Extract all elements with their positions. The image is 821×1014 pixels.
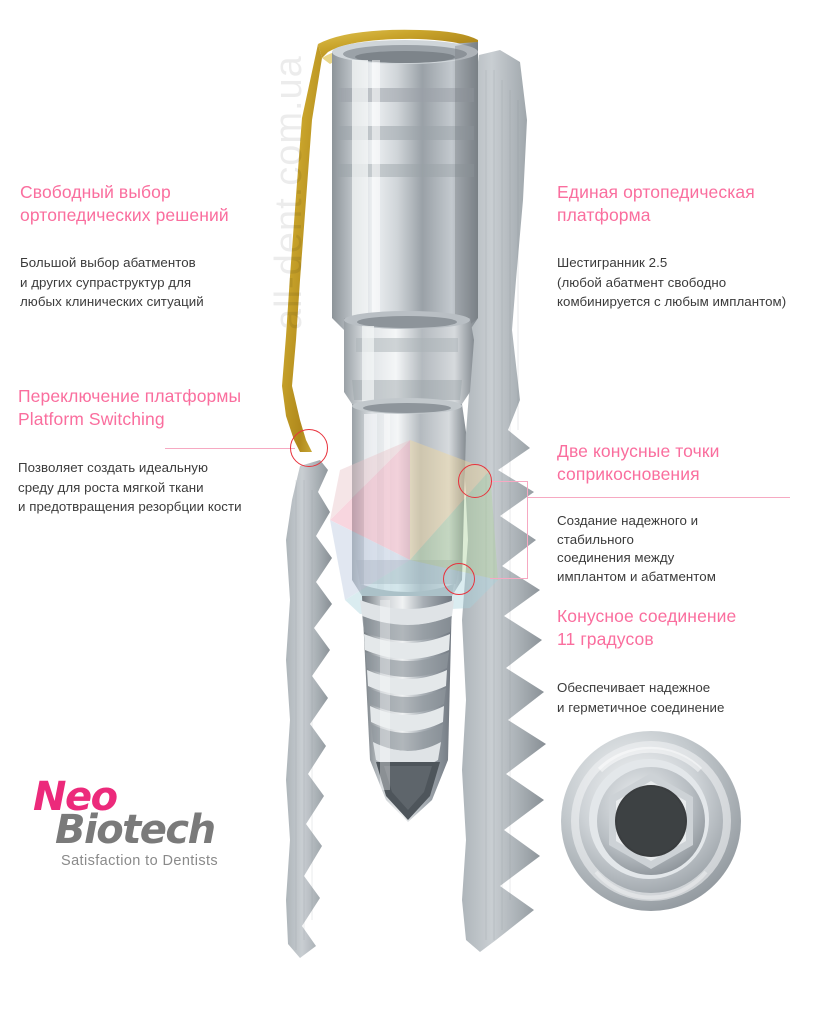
logo-tagline: Satisfaction to Dentists xyxy=(61,853,219,869)
logo-word-biotech: Biotech xyxy=(55,807,216,853)
callout-body: Шестигранник 2.5 (любой абатмент свободн… xyxy=(557,255,787,309)
callout-free-choice-of-prosthetics: Свободный выбор ортопедических решений Б… xyxy=(20,181,290,312)
connector-line-platform-switching xyxy=(165,448,295,449)
callout-body: Обеспечивает надежное и герметичное соед… xyxy=(557,680,725,715)
implant-body-threads xyxy=(360,596,454,822)
callout-heading: Две конусные точки соприкосновения xyxy=(557,441,720,484)
neobiotech-logo: Neo Biotech Satisfaction to Dentists xyxy=(33,774,263,869)
hex-socket-top-view xyxy=(561,731,741,911)
callout-body: Позволяет создать идеальную среду для ро… xyxy=(18,460,242,514)
callout-heading: Переключение платформы Platform Switchin… xyxy=(18,386,242,429)
callout-heading: Конусное соединение 11 градусов xyxy=(557,606,737,649)
callout-conical-connection-11-degrees: Конусное соединение 11 градусов Обеспечи… xyxy=(557,605,819,717)
callout-unified-prosthetic-platform: Единая ортопедическая платформа Шестигра… xyxy=(557,181,821,312)
marker-circle-upper-contact-point xyxy=(458,464,492,498)
connector-bracket-contact-points xyxy=(490,481,528,579)
connector-line-contact-points xyxy=(528,497,790,498)
abutment-collar xyxy=(344,311,474,404)
marker-circle-lower-contact-point xyxy=(443,563,475,595)
callout-platform-switching: Переключение платформы Platform Switchin… xyxy=(18,385,308,517)
callout-body: Большой выбор абатментов и других супрас… xyxy=(20,255,204,309)
callout-heading: Единая ортопедическая платформа xyxy=(557,182,755,225)
bone-cutaway-left xyxy=(286,460,332,958)
callout-body: Создание надежного и стабильного соедине… xyxy=(557,513,716,584)
callout-two-conical-contact-points: Две конусные точки соприкосновения Созда… xyxy=(557,440,819,586)
marker-circle-platform-switching xyxy=(290,429,328,467)
logo-word-neo: Neo xyxy=(33,774,118,820)
abutment-cylinder xyxy=(332,40,478,330)
bone-cutaway-right xyxy=(462,50,546,952)
callout-heading: Свободный выбор ортопедических решений xyxy=(20,182,229,225)
thread-turns xyxy=(360,600,454,769)
